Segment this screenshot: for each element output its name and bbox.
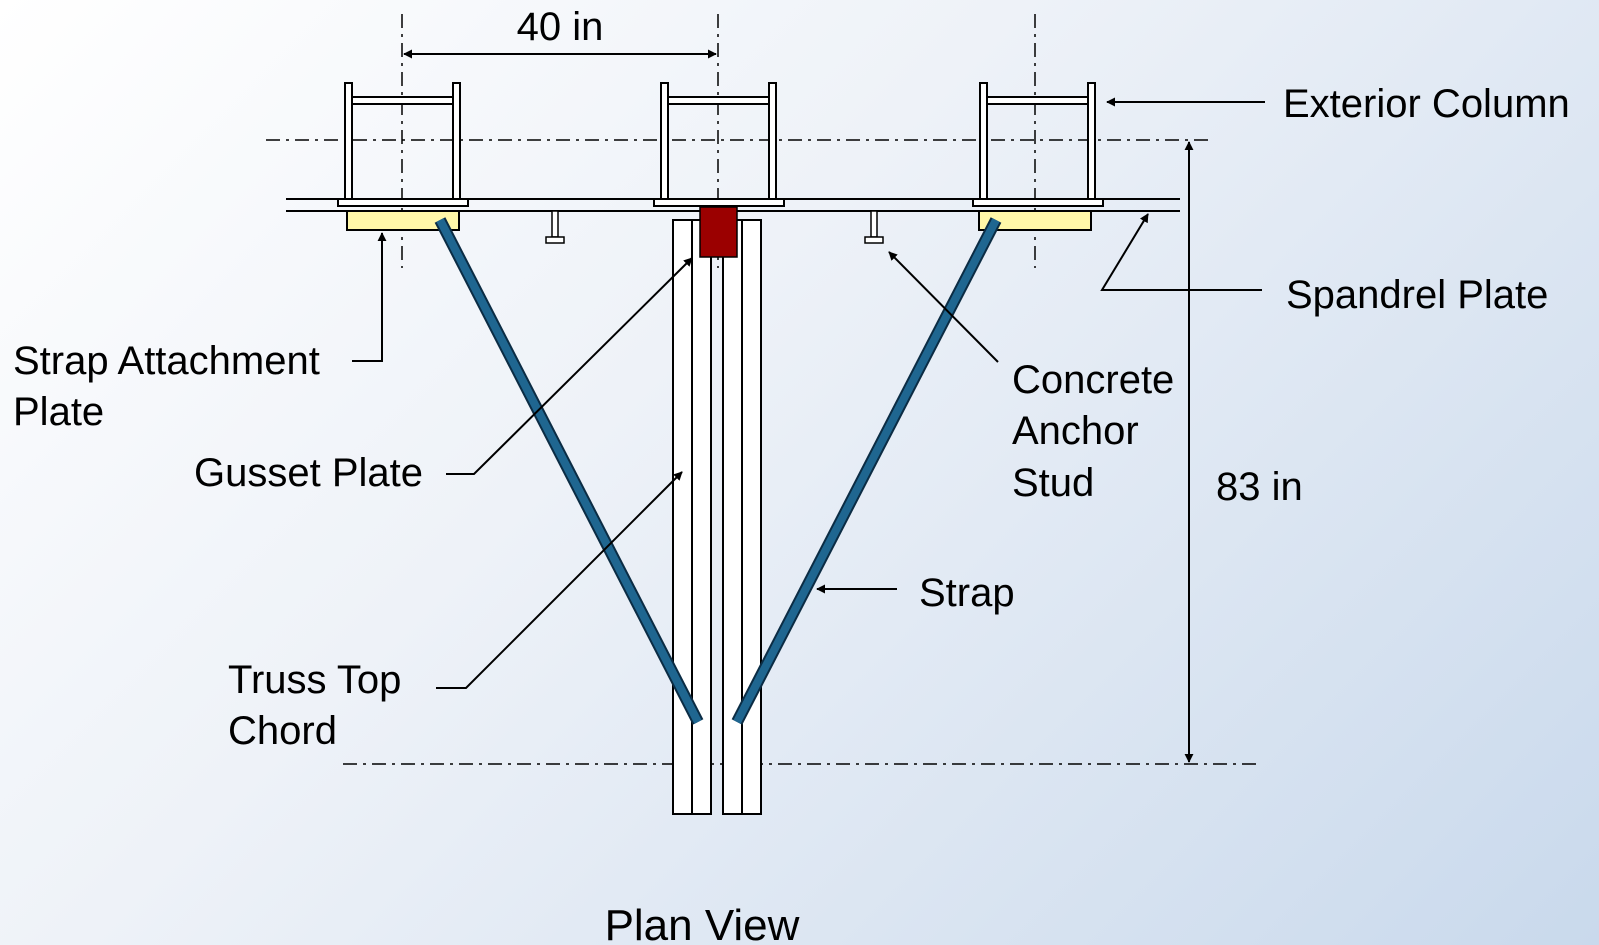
strap-right bbox=[731, 217, 1002, 725]
label-concrete-anchor-stud-line2: Anchor bbox=[1012, 409, 1139, 453]
label-strap: Strap bbox=[919, 571, 1015, 615]
dimension-83in: 83 in bbox=[1184, 141, 1303, 763]
label-truss-top-chord-line1: Truss Top bbox=[228, 658, 401, 702]
exterior-column-left bbox=[337, 82, 469, 207]
label-concrete-anchor-stud-line3: Stud bbox=[1012, 461, 1094, 505]
strap-attachment-plate-left bbox=[346, 210, 460, 231]
concrete-anchor-stud-left bbox=[545, 210, 565, 244]
label-strap-attachment-plate-line2: Plate bbox=[13, 390, 104, 434]
gusset-plate bbox=[699, 206, 738, 258]
label-strap-attachment-plate-line1: Strap Attachment bbox=[13, 339, 320, 383]
exterior-column-right bbox=[972, 82, 1104, 207]
leader-lines bbox=[352, 97, 1265, 689]
strap-left bbox=[434, 217, 704, 725]
label-truss-top-chord-line2: Chord bbox=[228, 709, 337, 753]
label-spandrel-plate: Spandrel Plate bbox=[1286, 273, 1548, 317]
truss-top-chord bbox=[672, 219, 762, 815]
dimension-40in-label: 40 in bbox=[517, 5, 604, 49]
view-title: Plan View bbox=[605, 901, 800, 945]
dimension-83in-label: 83 in bbox=[1216, 465, 1303, 509]
label-gusset-plate: Gusset Plate bbox=[194, 451, 423, 495]
concrete-anchor-stud-right bbox=[864, 210, 884, 244]
strap-attachment-plate-right bbox=[978, 210, 1092, 231]
dimension-40in: 40 in bbox=[403, 5, 717, 59]
label-exterior-column: Exterior Column bbox=[1283, 82, 1570, 126]
label-concrete-anchor-stud-line1: Concrete bbox=[1012, 358, 1174, 402]
exterior-column-center bbox=[653, 82, 785, 207]
